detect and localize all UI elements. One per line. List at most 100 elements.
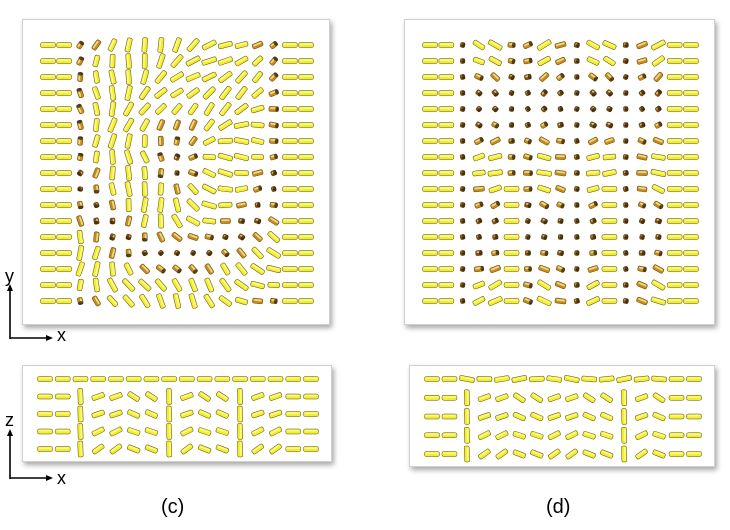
director-cylinder [40, 202, 56, 208]
director-cylinder [536, 295, 552, 307]
director-cylinder [495, 448, 509, 460]
director-cylinder [172, 37, 182, 53]
x-axis-label: x [57, 325, 66, 345]
director-cylinder [106, 295, 119, 307]
director-cylinder [282, 202, 298, 208]
director-cylinder [651, 184, 665, 194]
director-cylinder [424, 413, 440, 420]
director-cylinder [157, 250, 164, 256]
director-cylinder [282, 122, 298, 128]
director-cylinder [109, 409, 123, 419]
director-cylinder [40, 138, 56, 144]
director-cylinder [218, 119, 233, 131]
director-cylinder [582, 431, 596, 440]
director-cylinder [143, 376, 160, 382]
director-cylinder [654, 249, 663, 257]
director-cylinder [524, 121, 531, 129]
director-cylinder [56, 186, 72, 192]
director-cylinder [600, 392, 613, 403]
director-cylinder [547, 430, 561, 440]
director-cylinder [540, 105, 548, 113]
director-cylinder [107, 277, 118, 293]
director-cylinder [54, 428, 71, 435]
director-cylinder [157, 182, 165, 196]
director-cylinder [298, 90, 314, 96]
director-cylinder [266, 264, 282, 274]
director-cylinder [186, 38, 200, 52]
director-cylinder [155, 103, 167, 115]
director-cylinder [107, 117, 118, 133]
director-cylinder [40, 90, 56, 96]
director-cylinder [459, 154, 466, 160]
director-cylinder [267, 231, 280, 243]
director-cylinder [252, 232, 263, 242]
director-cylinder [600, 449, 614, 459]
director-cylinder [424, 395, 440, 401]
director-cylinder [298, 138, 314, 144]
director-cylinder [109, 199, 116, 211]
director-cylinder [93, 217, 100, 225]
director-cylinder [217, 152, 233, 162]
director-cylinder [478, 448, 491, 460]
director-cylinder [217, 185, 234, 193]
director-cylinder [633, 375, 650, 383]
director-cylinder [523, 281, 533, 289]
director-cylinder [537, 55, 551, 67]
director-cylinder [636, 153, 648, 161]
director-cylinder [234, 103, 249, 115]
director-cylinder [524, 201, 532, 209]
director-cylinder [107, 38, 118, 52]
director-cylinder [507, 170, 516, 176]
director-cylinder [574, 74, 580, 80]
director-cylinder [634, 393, 649, 403]
director-cylinder [157, 213, 164, 229]
director-cylinder [621, 445, 628, 463]
director-cylinder [536, 39, 552, 51]
director-cylinder [489, 136, 501, 146]
director-cylinder [161, 376, 177, 382]
director-cylinder [217, 56, 233, 66]
director-cylinder [233, 121, 250, 129]
director-cylinder [601, 298, 618, 304]
director-cylinder [180, 426, 194, 437]
director-cylinder [91, 426, 105, 437]
director-cylinder [40, 106, 56, 112]
director-cylinder [621, 389, 628, 407]
director-cylinder [536, 152, 552, 162]
director-cylinder [424, 451, 440, 457]
director-cylinder [269, 72, 279, 82]
director-cylinder [268, 409, 283, 419]
director-cylinder [525, 234, 531, 240]
director-cylinder [589, 89, 597, 97]
director-cylinder [235, 262, 248, 276]
director-cylinder [157, 197, 165, 213]
director-cylinder [40, 218, 56, 224]
director-cylinder [250, 121, 265, 129]
director-cylinder [252, 55, 264, 67]
director-cylinder [473, 185, 485, 193]
director-cylinder [56, 154, 72, 160]
director-cylinder [254, 202, 261, 208]
director-cylinder [606, 105, 613, 113]
director-cylinder [109, 233, 116, 241]
director-cylinder [188, 293, 198, 309]
director-cylinder [557, 250, 564, 256]
director-cylinder [92, 277, 100, 293]
director-cylinder [298, 154, 314, 160]
director-cylinder [438, 74, 455, 80]
director-cylinder [269, 138, 279, 144]
director-cylinder [173, 153, 181, 161]
director-cylinder [666, 42, 683, 48]
director-cylinder [650, 296, 667, 306]
director-cylinder [206, 249, 213, 257]
panel-d-xy-view [404, 19, 715, 325]
director-cylinder [512, 431, 526, 440]
director-cylinder [282, 58, 298, 64]
director-cylinder [170, 87, 184, 99]
director-cylinder [253, 185, 263, 193]
director-cylinder [125, 376, 142, 382]
director-cylinder [438, 282, 455, 288]
director-cylinder [282, 234, 298, 240]
director-cylinder [92, 54, 101, 68]
director-cylinder [269, 56, 278, 66]
